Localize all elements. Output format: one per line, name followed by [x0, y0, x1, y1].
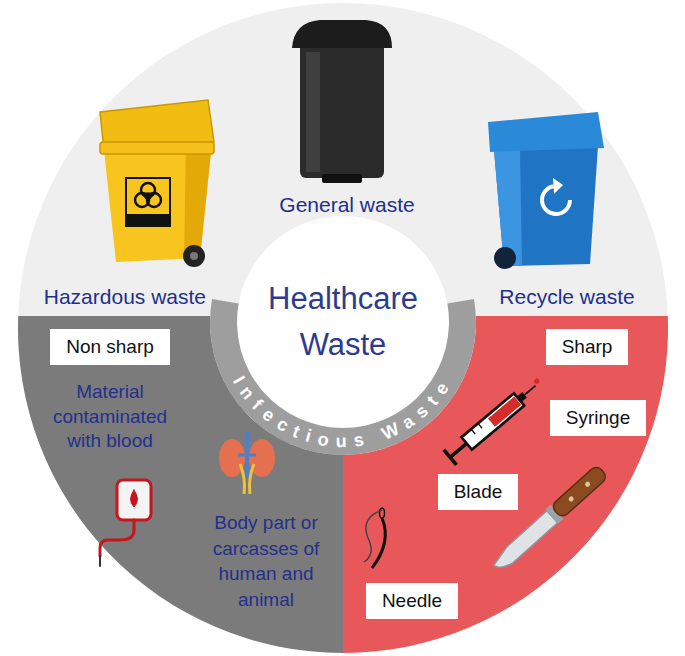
syringe-tick [478, 423, 482, 428]
center-title: Healthcare Waste [248, 276, 438, 369]
category-tag-text: Blade [454, 481, 503, 502]
category-tag: Sharp [546, 329, 629, 365]
vessel [238, 454, 256, 457]
ring-text-layer: Infectious Waste [210, 298, 476, 456]
syringe-drop [533, 377, 541, 385]
bin-wheel-hub [190, 252, 198, 260]
center-circle-fill [237, 216, 449, 428]
category-tag: Syringe [550, 400, 646, 436]
bin-shine [306, 52, 320, 172]
knife-blade [490, 511, 557, 574]
needle-shaft [372, 518, 385, 568]
category-tag-text: Non sharp [66, 336, 154, 357]
quadrant-shape [18, 316, 343, 654]
bin-label: Recycle waste [499, 285, 634, 308]
bin-body [300, 42, 384, 178]
syringe-needle [525, 386, 536, 395]
category-tag: Needle [366, 583, 458, 619]
kidney-icon [219, 432, 275, 494]
knife-rivet [584, 481, 591, 488]
recycle-bin [488, 112, 604, 269]
center-title-wrap: Healthcare Waste [248, 276, 438, 369]
blood-drop [131, 490, 138, 507]
bin-lid [292, 20, 392, 48]
bag-outline [117, 480, 151, 520]
knife-handle [551, 465, 608, 519]
bin-wheel [494, 247, 516, 269]
syringe-barrel [461, 393, 524, 449]
bin-body [494, 146, 598, 266]
bin-rim [100, 142, 214, 154]
category-tag: Non sharp [50, 329, 170, 365]
bin-sticker [126, 178, 170, 226]
category-text-wrap: Body part or carcasses of human and anim… [196, 510, 336, 613]
bin-body [104, 142, 212, 262]
biohazard-core [146, 194, 151, 199]
category-tag: Blade [438, 474, 519, 510]
bin-label: Hazardous waste [44, 285, 206, 308]
bin-wheel [183, 245, 205, 267]
syringe-tick [471, 429, 475, 434]
bin-sticker-band [126, 214, 170, 226]
ureter [240, 464, 245, 494]
category-text: Body part or carcasses of human and anim… [196, 510, 336, 613]
category-text: Material contaminated with blood [35, 380, 185, 454]
bin-shade [184, 142, 212, 260]
bin-label: General waste [279, 193, 414, 216]
bin-label-wrap: Hazardous waste [44, 284, 206, 309]
needle-icon [364, 508, 385, 568]
needle-thread [364, 510, 382, 562]
hazardous-bin [100, 100, 214, 267]
center-circle-shape [237, 216, 449, 428]
biohazard-symbol [135, 183, 161, 207]
quadrant-fill [18, 316, 343, 653]
general-bin [292, 20, 392, 183]
category-text-wrap: Material contaminated with blood [35, 380, 185, 454]
knife-rivet [568, 495, 575, 502]
disc-ground [18, 3, 668, 653]
bag-needle [99, 556, 101, 566]
bin-pedal [322, 174, 362, 183]
category-tag-text: Needle [382, 590, 442, 611]
recycle-arrowhead [553, 178, 563, 194]
category-tag-text: Sharp [562, 336, 613, 357]
blood-bag-icon [100, 480, 151, 566]
non-sharp-quadrant: Material contaminated with bloodBody par… [18, 316, 343, 654]
center-circle: Healthcare Waste [237, 216, 449, 428]
needle-eye [380, 508, 385, 518]
syringe-liquid [488, 397, 521, 427]
bin-label-wrap: Recycle waste [499, 284, 634, 309]
infectious-ring: Infectious Waste [210, 298, 476, 456]
bin-label-wrap: General waste [279, 192, 414, 217]
bin-lid [488, 112, 604, 152]
ureter [250, 464, 255, 494]
syringe-icon [444, 374, 547, 465]
syringe-plunger [450, 443, 467, 457]
category-tag-text: Syringe [566, 407, 630, 428]
bag-tube [100, 520, 134, 556]
knife-icon [489, 464, 609, 574]
